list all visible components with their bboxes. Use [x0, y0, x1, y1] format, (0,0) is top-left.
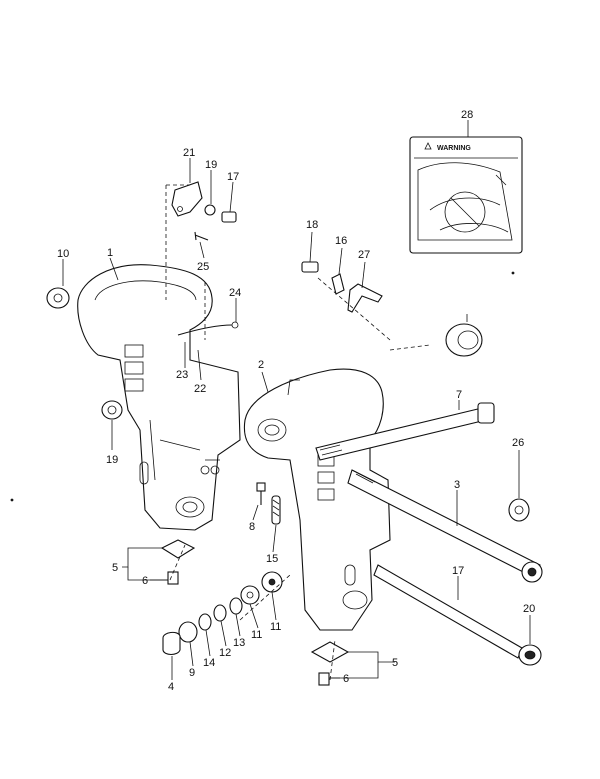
- label-5-left: 5: [112, 562, 118, 574]
- label-18: 19: [205, 159, 217, 171]
- left-clamp-bracket: [77, 264, 241, 531]
- label-4: 4: [168, 681, 174, 693]
- label-12-a: 12: [219, 647, 231, 659]
- label-19-right: 20: [523, 603, 535, 615]
- label-3: 3: [454, 479, 460, 491]
- speck: [511, 271, 515, 275]
- label-17-mid: 18: [306, 219, 318, 231]
- speck: [10, 498, 14, 502]
- collar-25: [508, 498, 530, 522]
- screw-17-top: [221, 211, 237, 223]
- label-6-left: 6: [142, 575, 148, 587]
- label-13: 14: [203, 657, 215, 669]
- bracket-20: [171, 181, 203, 217]
- label-7: 7: [456, 389, 462, 401]
- label-21: 22: [194, 383, 206, 395]
- bolt-7: [315, 402, 495, 461]
- nut-9: [178, 621, 198, 643]
- bolt-6-left: [167, 571, 179, 585]
- label-27: 28: [461, 109, 473, 121]
- plate-15: [331, 273, 345, 295]
- bushing-28: [445, 323, 483, 357]
- bolt-6-right: [318, 672, 330, 686]
- plate-5-right: [310, 641, 350, 663]
- assembly-lines: [165, 184, 431, 681]
- label-12-b: 13: [233, 637, 245, 649]
- warning-decal-text: WARNING: [437, 145, 471, 152]
- label-15: 16: [335, 235, 347, 247]
- label-17-top: 17: [227, 171, 239, 183]
- label-26: 27: [358, 249, 370, 261]
- label-23: 24: [229, 287, 241, 299]
- label-20: 21: [183, 147, 195, 159]
- prohibition-circle: [444, 191, 486, 233]
- screw-24: [194, 231, 209, 241]
- clamp-rod-16: [373, 564, 542, 666]
- label-10: 10: [57, 248, 69, 260]
- part-labels: 10 1 21 19 17 25 24 23 22 18 16 27 28 7 …: [57, 109, 535, 693]
- nut-10: [46, 287, 70, 309]
- screw-17-mid: [301, 261, 319, 273]
- label-2: 2: [258, 359, 264, 371]
- leader-lines: [62, 120, 531, 680]
- nut-19-left: [101, 400, 123, 420]
- warning-triangle-icon: [424, 142, 432, 150]
- label-22: 23: [176, 369, 188, 381]
- plate-5-left: [160, 539, 196, 559]
- warning-decal: WARNING: [409, 136, 523, 254]
- washer-18: [204, 204, 216, 216]
- label-24: 25: [197, 261, 209, 273]
- label-16: 17: [452, 565, 464, 577]
- label-11-b: 11: [270, 621, 281, 633]
- label-6-right: 6: [343, 673, 349, 685]
- label-9: 9: [189, 667, 195, 679]
- clip-26: [347, 283, 383, 313]
- label-5-right: 5: [392, 657, 398, 669]
- label-11-a: 11: [251, 629, 262, 641]
- label-8: 8: [249, 521, 255, 533]
- clamp-rod-3: [347, 469, 543, 583]
- screw-8: [256, 482, 266, 505]
- spring-14: [271, 495, 281, 525]
- right-clamp-bracket: [243, 368, 391, 631]
- cap-4: [162, 631, 181, 656]
- label-1: 1: [107, 247, 113, 259]
- label-19-left: 19: [106, 454, 118, 466]
- wire-23: [177, 321, 239, 336]
- label-25: 26: [512, 437, 524, 449]
- label-14: 15: [266, 553, 278, 565]
